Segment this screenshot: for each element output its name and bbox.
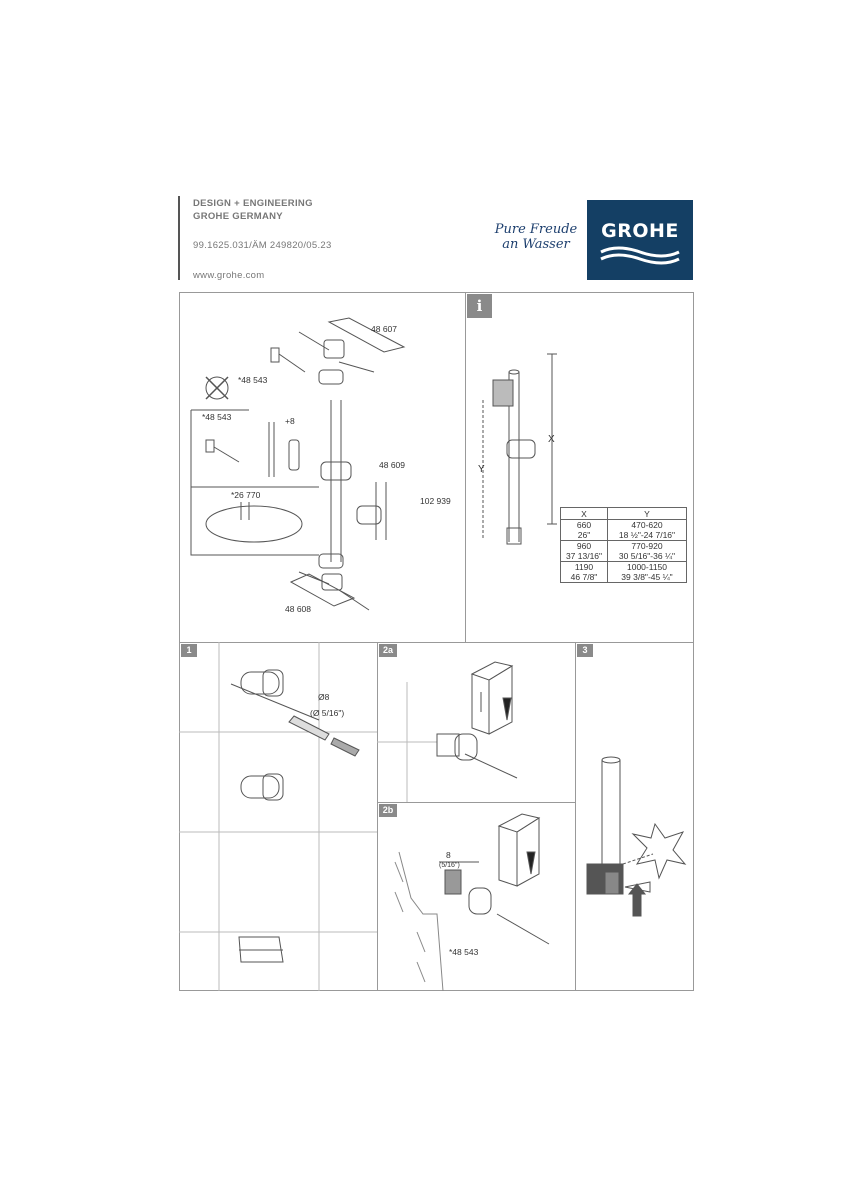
document-reference: 99.1625.031/ÄM 249820/05.23: [193, 240, 332, 251]
part-label-48607: 48 607: [371, 324, 397, 334]
x-in: 37 13/16": [565, 551, 603, 561]
y-mm: 470-620: [631, 520, 663, 530]
step-2b-drawing: [394, 813, 550, 991]
part-label-102939: 102 939: [420, 496, 451, 506]
step-2b-dimension: 8: [446, 850, 451, 860]
step-2b-part-label: *48 543: [449, 947, 479, 957]
website-link[interactable]: www.grohe.com: [193, 270, 265, 281]
step-1-drill-diameter: Ø8: [318, 692, 330, 702]
dimension-y-label: Y: [478, 464, 485, 475]
part-label-48543: *48 543: [238, 375, 268, 385]
logo-wordmark: GROHE: [601, 220, 679, 242]
slogan-line1: Pure Freude: [494, 222, 578, 237]
dimension-x-label: X: [548, 434, 555, 445]
info-drawing: [482, 353, 557, 545]
header-line2: GROHE GERMANY: [193, 211, 283, 222]
part-label-26770: *26 770: [231, 490, 261, 500]
x-mm: 1190: [574, 562, 594, 572]
step-1-drawing: [179, 642, 378, 991]
y-in: 39 3/8"-45 ¼": [621, 572, 673, 582]
overview-drawing: [190, 317, 406, 611]
y-in: 18 ½"-24 7/16": [618, 530, 676, 540]
step-3-tag: 3: [577, 644, 593, 657]
logo-wave-icon: [600, 246, 680, 265]
part-label-48543-inset: *48 543: [202, 412, 232, 422]
part-label-48609: 48 609: [379, 460, 405, 470]
step-2b-dimension-inch: (5/16"): [439, 862, 460, 869]
header-rule: [178, 196, 180, 280]
x-in: 26": [577, 530, 591, 540]
header-line1: DESIGN + ENGINEERING: [193, 198, 313, 209]
header-y: Y: [607, 507, 687, 520]
dimension-table-header: X Y: [560, 507, 687, 520]
y-mm: 770-920: [631, 541, 663, 551]
part-label-48608: 48 608: [285, 604, 311, 614]
step-3-panel: [575, 642, 694, 991]
y-mm: 1000-1150: [626, 562, 668, 572]
step-2b-tag: 2b: [379, 804, 397, 817]
step-2a-drawing: [377, 661, 518, 803]
info-icon: i: [467, 294, 492, 318]
slogan-line2: an Wasser: [502, 237, 570, 252]
dimension-plus8: +8: [285, 416, 295, 426]
x-mm: 660: [576, 520, 592, 530]
grohe-logo: GROHE: [587, 200, 693, 280]
step-1-drill-diameter-inch: (Ø 5/16"): [310, 708, 345, 718]
header-x: X: [560, 507, 608, 520]
step-3-drawing: [586, 756, 687, 917]
step-1-tag: 1: [181, 644, 197, 657]
brand-slogan: Pure Freude an Wasser: [492, 222, 580, 252]
x-mm: 960: [576, 541, 592, 551]
y-in: 30 5/16"-36 ¼": [618, 551, 676, 561]
step-2a-tag: 2a: [379, 644, 397, 657]
x-in: 46 7/8": [570, 572, 598, 582]
